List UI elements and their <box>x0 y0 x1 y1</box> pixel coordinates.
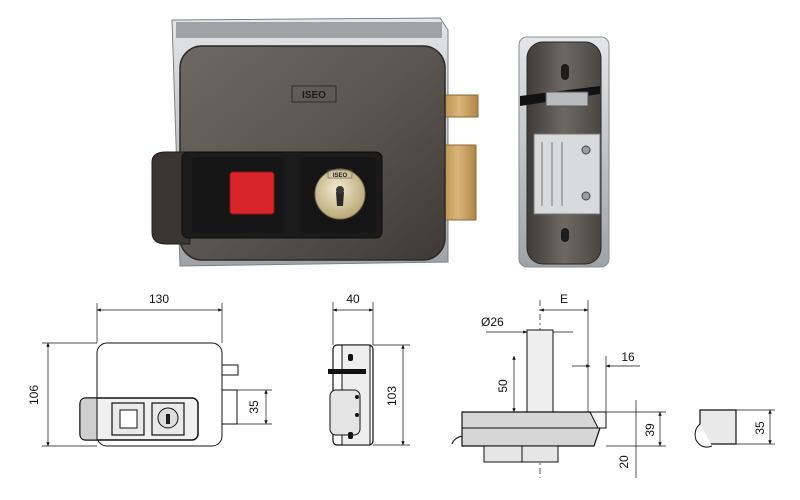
dim-width: 130 <box>149 292 169 306</box>
dim-keeper-height: 35 <box>753 421 767 435</box>
lock-front-photo: ISEO ISEO <box>151 17 479 267</box>
dim-projection: 16 <box>621 350 635 364</box>
dim-body-depth: 39 <box>643 423 657 437</box>
red-button <box>229 171 275 215</box>
keeper-drawing: 35 <box>694 409 775 448</box>
dim-cylinder-diameter: Ø26 <box>481 315 504 329</box>
top-section-drawing: E Ø26 16 50 39 20 <box>451 292 666 478</box>
cylinder-logo: ISEO <box>333 173 348 179</box>
dim-base: 20 <box>617 455 631 469</box>
front-view-drawing: 130 106 35 <box>27 292 272 447</box>
dim-depth: 40 <box>346 292 360 306</box>
dim-backset: E <box>560 292 568 306</box>
dim-cylinder-length: 50 <box>496 379 510 393</box>
lock-side-photo <box>518 36 610 268</box>
brand-logo: ISEO <box>302 90 326 101</box>
dim-height: 106 <box>27 385 41 405</box>
dim-side-height: 103 <box>385 386 399 406</box>
side-view-drawing: 40 103 <box>328 292 410 446</box>
dim-bolt-height: 35 <box>247 400 261 414</box>
